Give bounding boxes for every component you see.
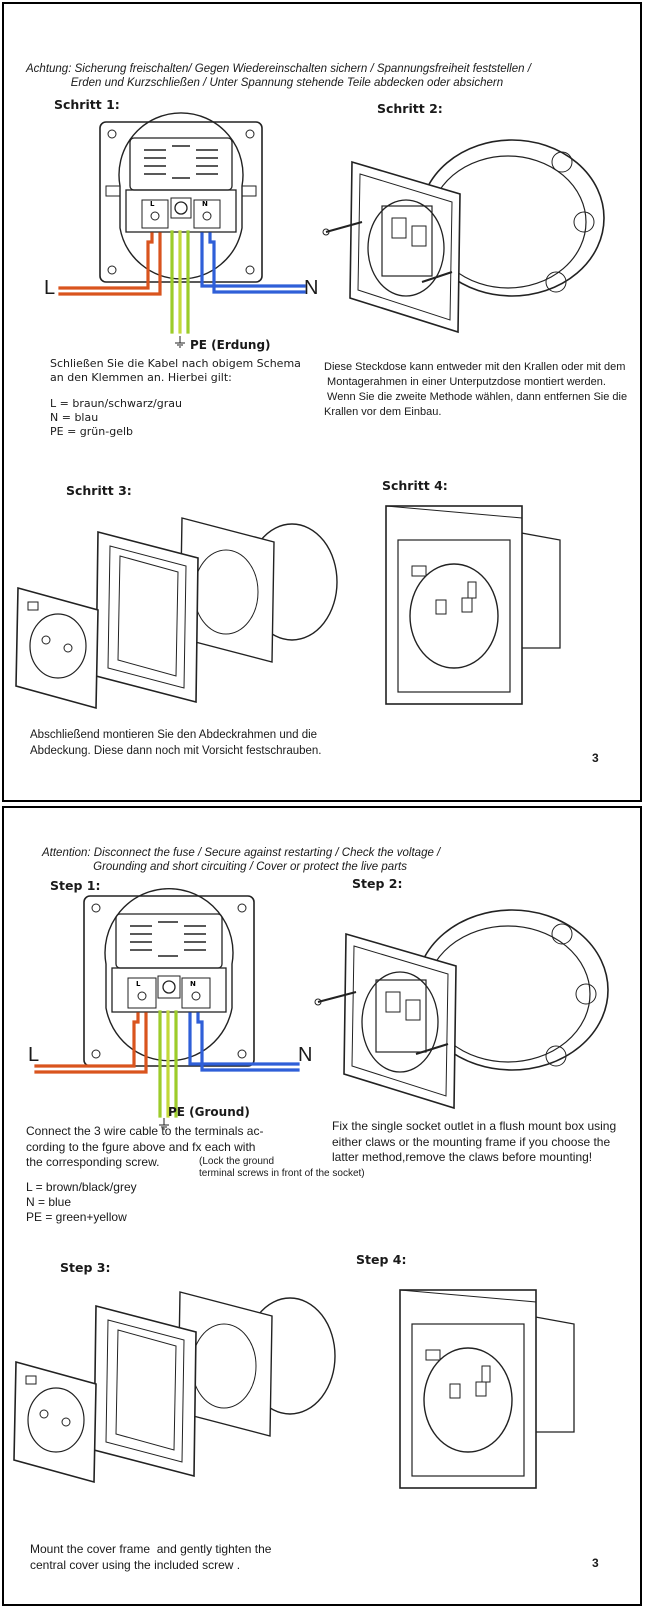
terminal-L-label: L bbox=[136, 980, 141, 988]
wiring-instructions: Connect the 3 wire cable to the terminal… bbox=[26, 1124, 264, 1169]
step3-title: Schritt 3: bbox=[66, 483, 132, 498]
manual-page-german: Achtung: Sicherung freischalten/ Gegen W… bbox=[2, 2, 642, 802]
installed-socket-illustration bbox=[399, 1289, 575, 1489]
wire-color-legend: L = brown/black/grey N = blue PE = green… bbox=[26, 1180, 137, 1224]
step2-title: Step 2: bbox=[352, 876, 403, 891]
socket-insert-with-box-illustration bbox=[314, 909, 609, 1110]
step1-title: Step 1: bbox=[50, 878, 101, 893]
wiring-diagram: L N bbox=[58, 112, 306, 348]
step1-title: Schritt 1: bbox=[54, 97, 120, 112]
terminal-N-label: N bbox=[202, 200, 208, 208]
manual-page-english: Attention: Disconnect the fuse / Secure … bbox=[2, 806, 642, 1606]
live-wire-label: L bbox=[28, 1044, 40, 1066]
page-number: 3 bbox=[592, 1556, 599, 1570]
step2-title: Schritt 2: bbox=[377, 101, 443, 116]
wire-color-legend: L = braun/schwarz/grau N = blau PE = grü… bbox=[50, 397, 182, 438]
step4-title: Schritt 4: bbox=[382, 478, 448, 493]
ground-icon bbox=[175, 336, 185, 348]
terminal-N-label: N bbox=[190, 980, 196, 988]
ground-screw-note: (Lock the ground terminal screws in fron… bbox=[199, 1156, 365, 1179]
step3-title: Step 3: bbox=[60, 1260, 111, 1275]
ground-icon bbox=[159, 1118, 169, 1130]
page-number: 3 bbox=[592, 751, 599, 765]
safety-warning: Attention: Disconnect the fuse / Secure … bbox=[42, 847, 441, 873]
exploded-assembly-illustration bbox=[13, 1291, 336, 1484]
neutral-wire-label: N bbox=[298, 1044, 313, 1066]
step4-title: Step 4: bbox=[356, 1252, 407, 1267]
wiring-diagram: L N bbox=[34, 888, 300, 1130]
neutral-wire-label: N bbox=[304, 277, 319, 299]
safety-warning: Achtung: Sicherung freischalten/ Gegen W… bbox=[26, 63, 531, 89]
final-step-text: Mount the cover frame and gently tighten… bbox=[30, 1542, 272, 1572]
final-step-text: Abschließend montieren Sie den Abdeckrah… bbox=[30, 729, 322, 757]
wiring-instructions: Schließen Sie die Kabel nach obigem Sche… bbox=[50, 357, 301, 384]
mounting-instructions: Fix the single socket outlet in a flush … bbox=[332, 1119, 617, 1164]
ground-wire-label: PE (Ground) bbox=[168, 1105, 250, 1119]
ground-wire-label: PE (Erdung) bbox=[190, 338, 271, 352]
installed-socket-illustration bbox=[385, 505, 561, 705]
exploded-assembly-illustration bbox=[15, 517, 338, 710]
mounting-instructions: Diese Steckdose kann entweder mit den Kr… bbox=[324, 361, 628, 418]
terminal-L-label: L bbox=[150, 200, 155, 208]
socket-insert-with-box-illustration bbox=[322, 139, 605, 334]
live-wire-label: L bbox=[44, 277, 56, 299]
